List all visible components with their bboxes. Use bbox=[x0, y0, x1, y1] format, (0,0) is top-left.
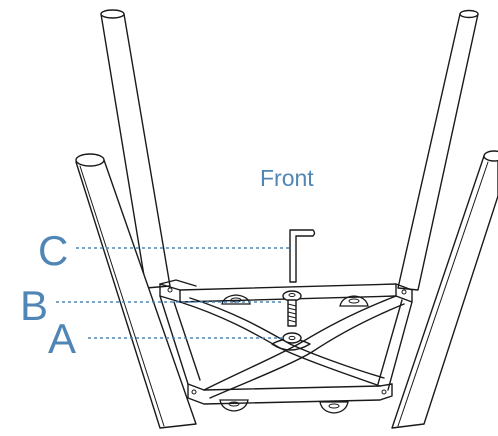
back-left-leg bbox=[100, 9, 171, 289]
bolt-icon bbox=[282, 290, 302, 327]
front-left-leg bbox=[75, 153, 197, 429]
hex-key-icon bbox=[289, 229, 316, 283]
callout-letter-c: C bbox=[38, 227, 68, 274]
mounting-plate-front-right bbox=[319, 401, 349, 414]
washer-icon bbox=[282, 332, 302, 344]
callout-b: B bbox=[20, 282, 283, 329]
mounting-plate-front-left bbox=[219, 399, 249, 412]
front-label: Front bbox=[260, 165, 314, 191]
callout-a: A bbox=[48, 315, 283, 362]
callout-letter-a: A bbox=[48, 315, 76, 362]
front-right-leg bbox=[391, 150, 498, 429]
callout-c: C bbox=[38, 227, 290, 274]
mounting-plate-back-right bbox=[339, 295, 369, 307]
callout-letter-b: B bbox=[20, 282, 48, 329]
back-right-leg bbox=[397, 9, 479, 291]
